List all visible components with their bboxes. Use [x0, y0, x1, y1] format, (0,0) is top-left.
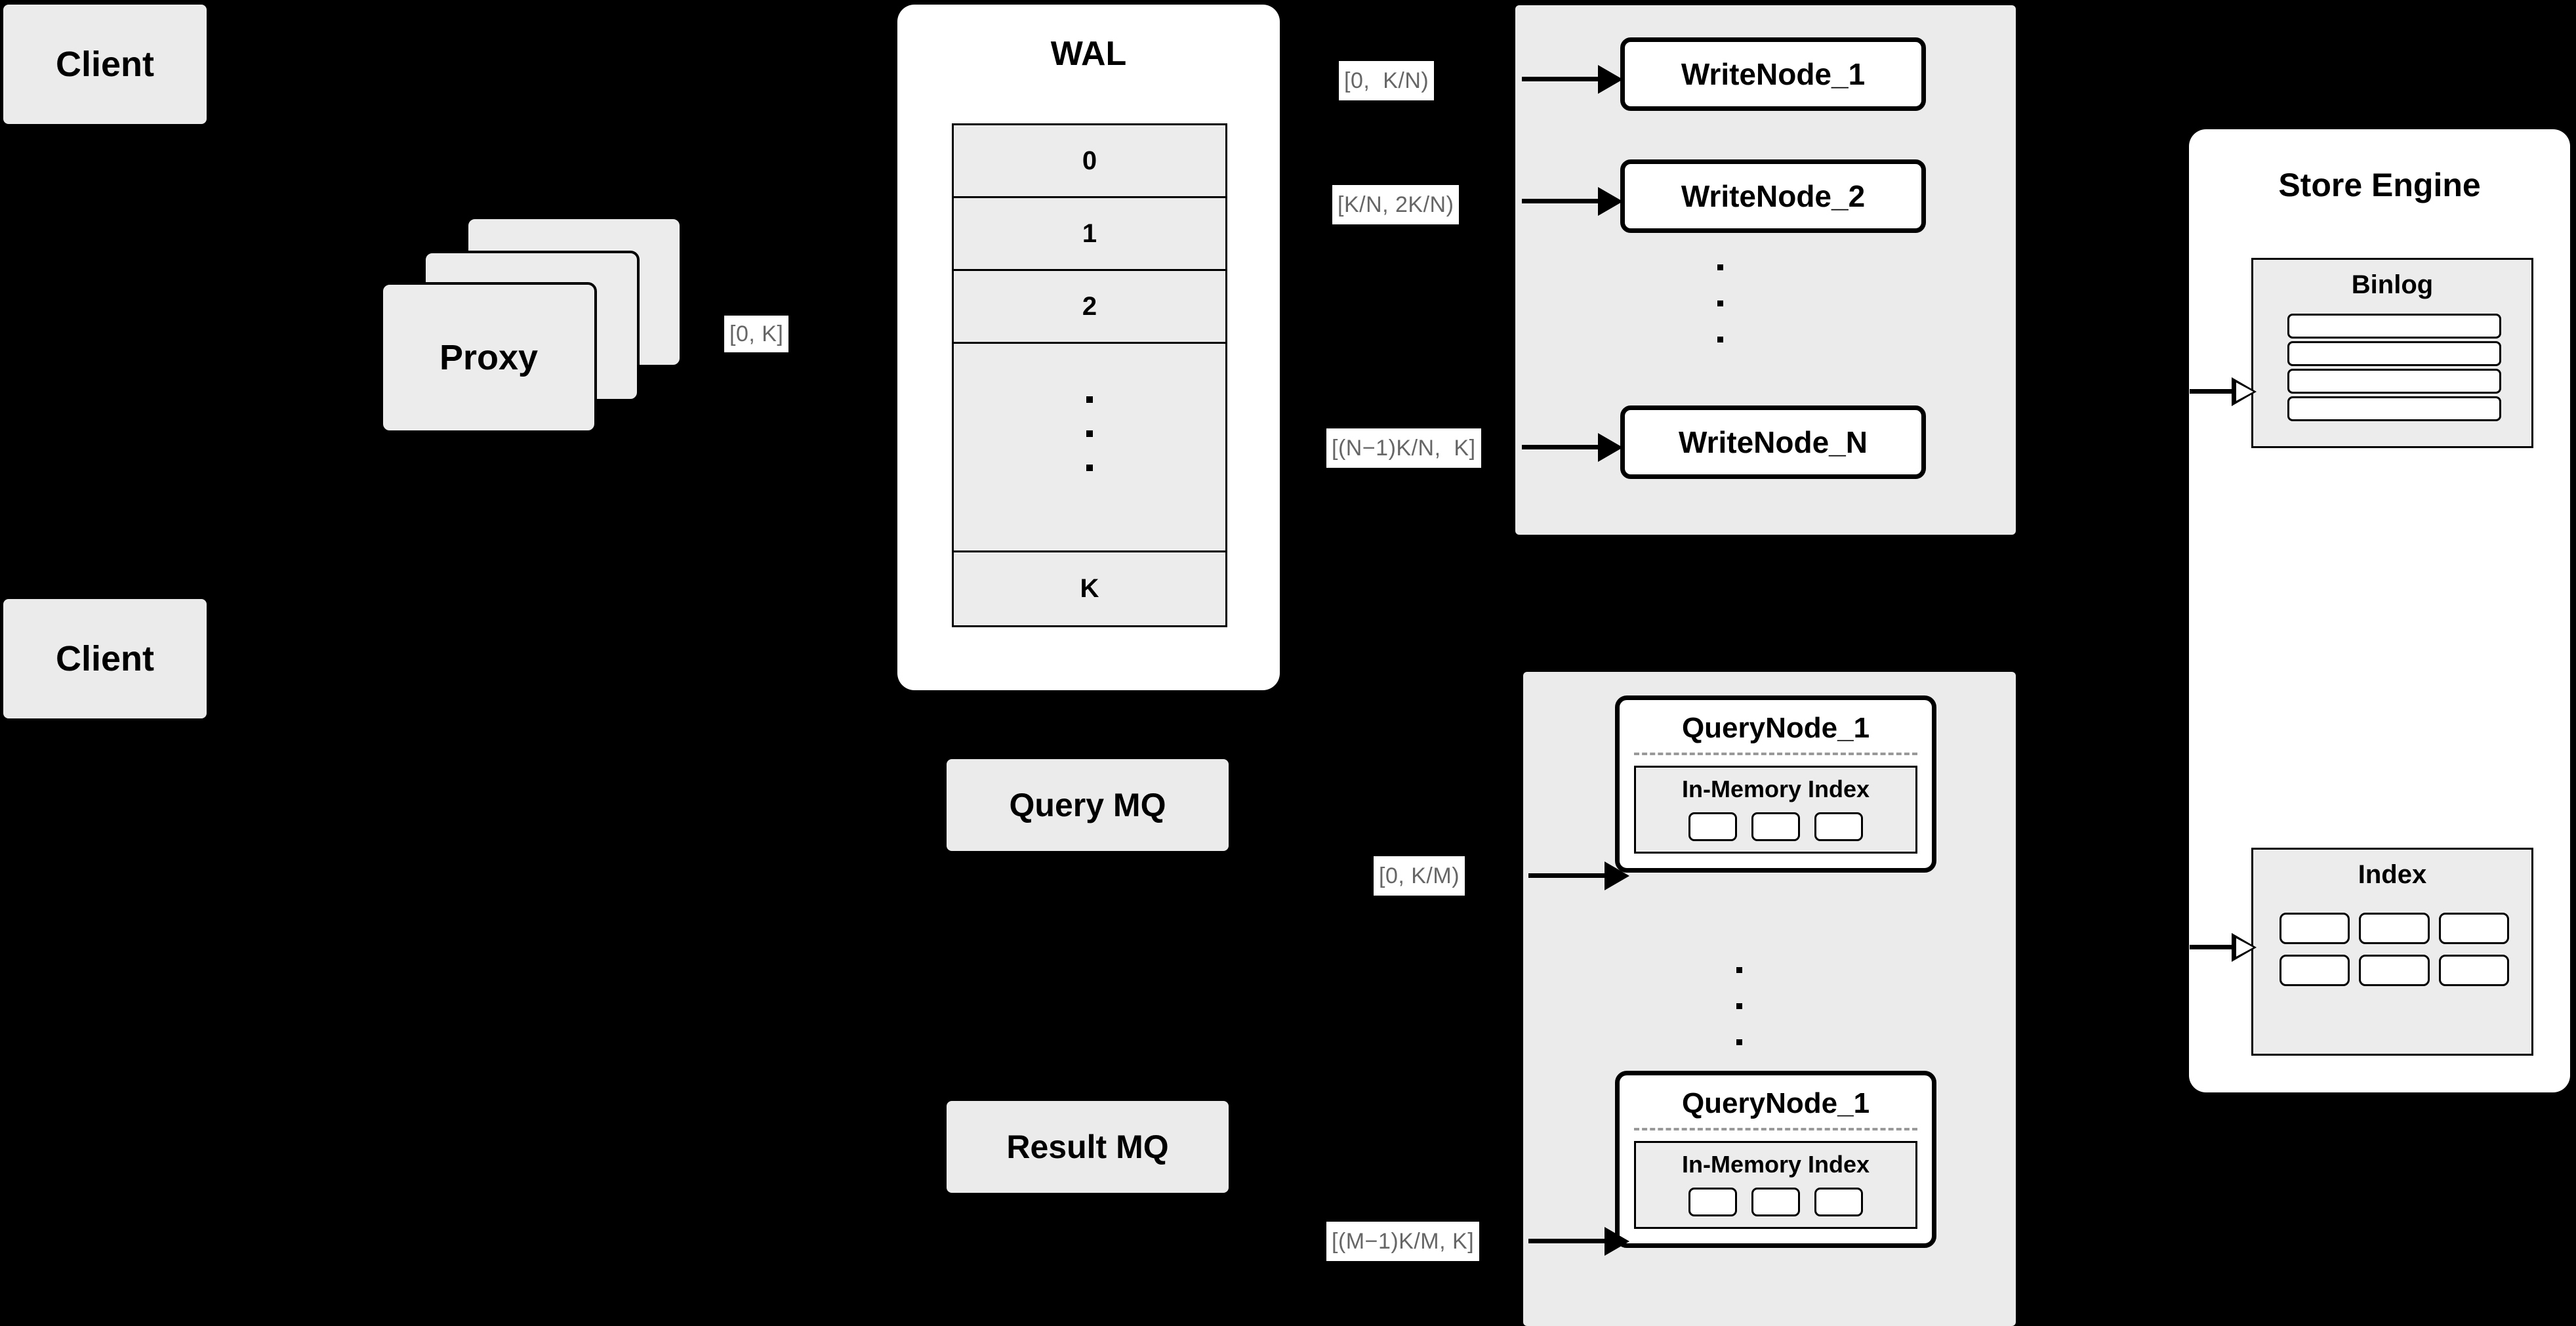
query-mq-label: Query MQ — [1009, 787, 1166, 823]
writenode-n-label: WriteNode_N — [1679, 425, 1868, 459]
binlog-box: Binlog — [2251, 258, 2533, 448]
arrow-line-to-index — [2190, 945, 2236, 949]
arrow-line-to-writenode-n — [1522, 445, 1601, 449]
arrow-line-to-writenode-2 — [1522, 199, 1601, 203]
index-cell — [1751, 1188, 1800, 1216]
querynode-ellipsis — [1736, 967, 1742, 1075]
querynode-2-label: QueryNode_1 — [1681, 1087, 1870, 1119]
binlog-row — [2287, 396, 2501, 421]
writenode-1-box[interactable]: WriteNode_1 — [1620, 37, 1926, 111]
querynode-2-divider — [1634, 1128, 1917, 1130]
client-node-1[interactable]: Client — [3, 5, 207, 124]
index-grid — [2280, 913, 2509, 986]
arrow-line-to-binlog — [2190, 389, 2236, 394]
binlog-title: Binlog — [2351, 270, 2434, 299]
querynode-2-index-cells — [1636, 1188, 1915, 1216]
binlog-rows — [2287, 314, 2501, 424]
store-engine-container: Store Engine Binlog Index — [2189, 129, 2570, 1092]
writenode-2-box[interactable]: WriteNode_2 — [1620, 159, 1926, 233]
arrow-line-to-writenode-1 — [1522, 77, 1601, 81]
proxy-label: Proxy — [439, 338, 539, 377]
arrow-head-to-querynode-1 — [1605, 861, 1629, 890]
querynode-2-inmemory-index: In-Memory Index — [1634, 1141, 1917, 1229]
querynode-group-container: QueryNode_1 In-Memory Index QueryNode_1 … — [1523, 672, 2016, 1326]
binlog-row — [2287, 369, 2501, 394]
writenode-1-label: WriteNode_1 — [1681, 57, 1866, 91]
binlog-row — [2287, 341, 2501, 366]
proxy-range-label: [0, K] — [724, 316, 789, 352]
wal-row: 2 — [954, 271, 1225, 344]
index-cell — [1688, 1188, 1737, 1216]
querynode-1-inmemory-index: In-Memory Index — [1634, 766, 1917, 854]
index-cell — [2438, 913, 2509, 944]
wal-row: 1 — [954, 198, 1225, 271]
proxy-node-stack[interactable]: Proxy — [380, 217, 689, 436]
querynode-1-box[interactable]: QueryNode_1 In-Memory Index — [1615, 695, 1936, 873]
wal-row-last: K — [954, 552, 1225, 625]
client-node-2[interactable]: Client — [3, 599, 207, 718]
index-cell — [2280, 913, 2350, 944]
querynode-1-label: QueryNode_1 — [1681, 712, 1870, 744]
client-2-label: Client — [55, 639, 154, 678]
writenode-n-box[interactable]: WriteNode_N — [1620, 405, 1926, 479]
result-mq-node[interactable]: Result MQ — [947, 1101, 1229, 1193]
index-cell — [1814, 1188, 1863, 1216]
index-box: Index — [2251, 848, 2533, 1056]
writenode-2-range-label: [K/N, 2K/N) — [1332, 185, 1460, 224]
index-cell — [2438, 955, 2509, 986]
arrow-head-to-querynode-2 — [1605, 1227, 1629, 1256]
proxy-card-front[interactable]: Proxy — [380, 282, 597, 433]
writenode-group-container: WriteNode_1 WriteNode_2 WriteNode_N — [1515, 5, 2016, 535]
arrow-head-to-writenode-n — [1598, 433, 1623, 462]
index-cell — [2359, 955, 2430, 986]
index-cell — [1688, 812, 1737, 841]
querynode-2-index-title: In-Memory Index — [1681, 1151, 1870, 1178]
querynode-1-index-title: In-Memory Index — [1681, 776, 1870, 802]
arrow-head-to-writenode-1 — [1598, 65, 1623, 94]
wal-row: 0 — [954, 125, 1225, 198]
wal-title: WAL — [1050, 35, 1127, 73]
client-1-label: Client — [55, 45, 154, 84]
querynode-1-index-cells — [1636, 812, 1915, 841]
arrow-head-to-writenode-2 — [1598, 187, 1623, 216]
index-title: Index — [2358, 860, 2427, 889]
index-cell — [1814, 812, 1863, 841]
wal-ellipsis-row — [954, 344, 1225, 552]
store-engine-title: Store Engine — [2278, 167, 2481, 203]
index-cell — [1751, 812, 1800, 841]
writenode-1-range-label: [0, K/N) — [1339, 61, 1435, 100]
arrow-line-to-querynode-1 — [1528, 873, 1607, 878]
writenode-n-range-label: [(N−1)K/N, K] — [1326, 428, 1481, 468]
writenode-ellipsis — [1717, 264, 1723, 373]
querynode-1-divider — [1634, 753, 1917, 755]
querynode-1-range-label: [0, K/M) — [1374, 856, 1465, 896]
writenode-2-label: WriteNode_2 — [1681, 179, 1866, 213]
arrow-line-to-querynode-2 — [1528, 1239, 1607, 1243]
binlog-row — [2287, 314, 2501, 339]
result-mq-label: Result MQ — [1006, 1129, 1169, 1165]
wal-entry-table: 0 1 2 K — [952, 123, 1227, 627]
query-mq-node[interactable]: Query MQ — [947, 759, 1229, 851]
wal-container: WAL 0 1 2 K — [897, 5, 1280, 690]
index-cell — [2280, 955, 2350, 986]
querynode-2-range-label: [(M−1)K/M, K] — [1326, 1222, 1480, 1261]
querynode-2-box[interactable]: QueryNode_1 In-Memory Index — [1615, 1071, 1936, 1248]
index-cell — [2359, 913, 2430, 944]
